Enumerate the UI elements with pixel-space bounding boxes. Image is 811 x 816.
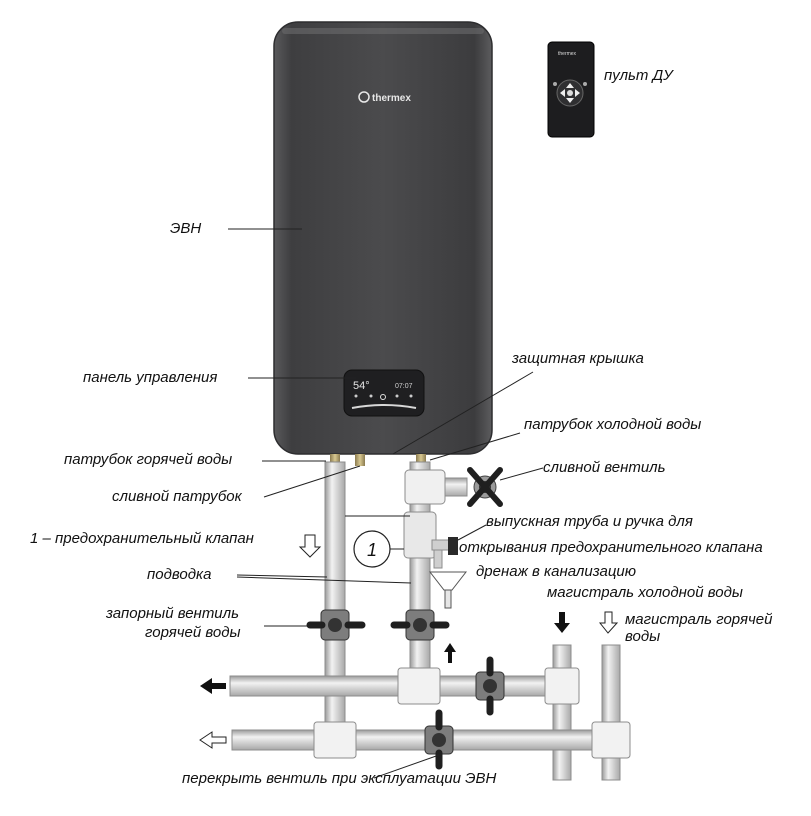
leader-lines [228,228,544,779]
label-safety-valve: 1 – предохранительный клапан [30,530,254,547]
display-temperature: 54° [353,380,370,392]
label-sewer-drain: дренаж в канализацию [476,563,637,580]
drain-valve [467,467,503,507]
drain-fitting [355,454,365,466]
label-cold-water-pipe: патрубок холодной воды [524,416,702,433]
label-supply: подводка [147,566,212,583]
cold-out-arrow-icon [200,678,226,694]
hot-out-arrow-icon [199,731,227,749]
drain-funnel-icon [428,571,468,591]
brand-logo-icon [358,91,370,103]
hot-water-fitting [330,454,340,464]
label-hot-main-line1: магистраль горячей [625,611,773,628]
label-outlet-pipe-line1: выпускная труба и ручка для [486,513,693,530]
brand-logo: thermex [372,93,411,104]
safety-valve-handle-icon [448,537,458,555]
cold-main-valve [475,656,505,716]
water-heater: thermex [273,21,493,455]
label-hot-shutoff-line2: горячей воды [145,624,241,641]
safety-valve-flow-arrow-icon [298,534,322,558]
cold-main-arrow-icon [554,612,570,633]
flow-arrows [199,534,619,749]
svg-text:thermex: thermex [558,51,577,57]
hot-main-arrow-icon [598,611,619,634]
label-drain-valve: сливной вентиль [543,459,666,476]
label-hot-shutoff-line1: запорный вентиль [106,605,240,622]
hot-shutoff-valve [306,609,366,641]
valve-number: 1 [367,540,377,560]
label-protective-cover: защитная крышка [512,350,644,367]
label-drain-pipe: сливной патрубок [112,488,242,505]
label-heater: ЭВН [170,220,202,237]
cold-shutoff-valve [390,609,450,641]
display-clock: 07:07 [395,383,413,390]
safety-valve [403,511,437,559]
label-cold-main: магистраль холодной воды [547,584,743,601]
remote-control: thermex [547,41,595,138]
label-hot-water-pipe: патрубок горячей воды [64,451,233,468]
control-panel: 54° 07:07 [343,369,425,417]
label-remote: пульт ДУ [604,67,673,84]
power-button-icon [380,394,386,400]
label-control-panel: панель управления [83,369,218,386]
cold-water-fitting [416,454,426,464]
cold-up-arrow-icon [444,643,456,663]
label-close-valve-note: перекрыть вентиль при эксплуатации ЭВН [182,770,497,787]
label-outlet-pipe-line2: открывания предохранительного клапана [459,539,763,556]
label-hot-main-line2: воды [625,628,661,645]
